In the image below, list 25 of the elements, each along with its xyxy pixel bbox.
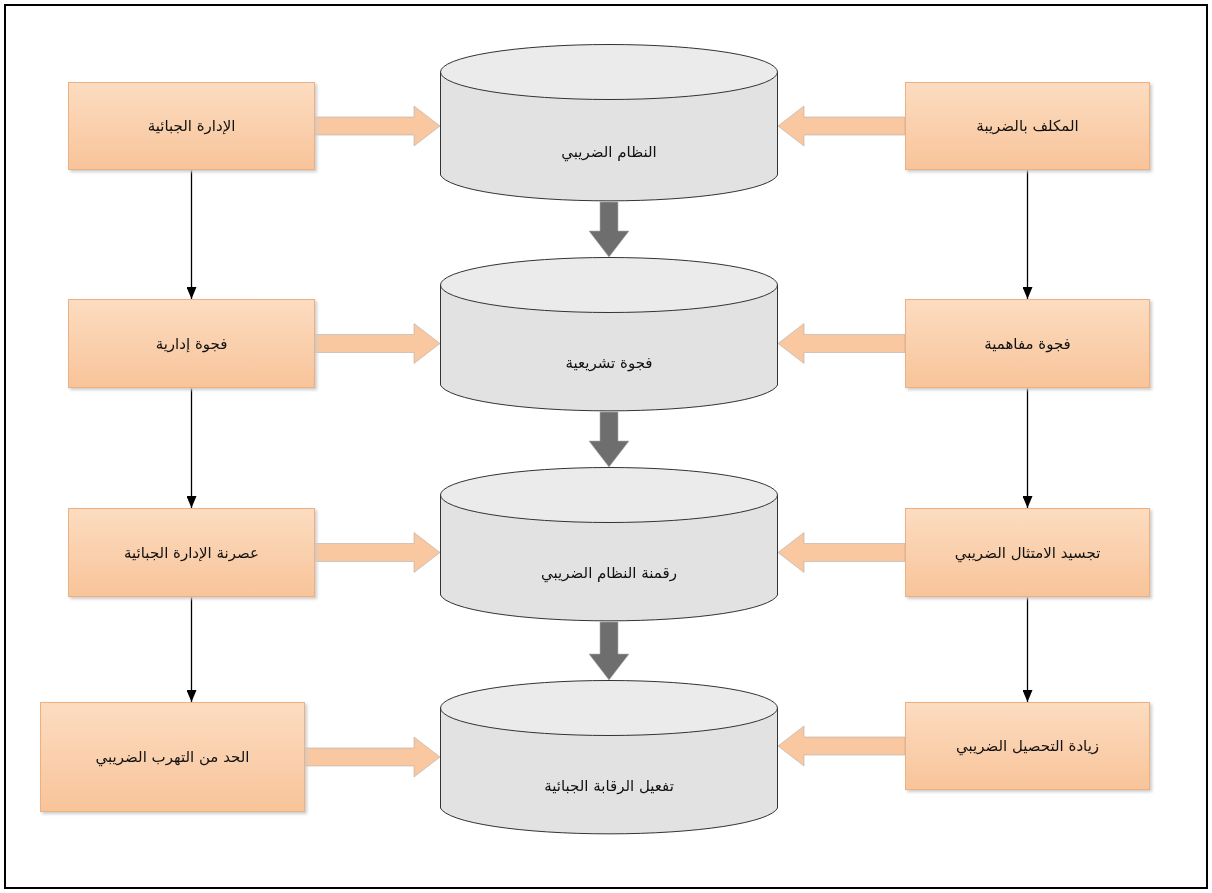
text-box: تجسيد الامتثال الضريبي — [905, 508, 1150, 597]
arrow — [1022, 387, 1033, 509]
arrow — [186, 169, 197, 300]
block-arrow — [588, 201, 630, 258]
block-arrow — [314, 532, 441, 573]
text-box: عصرنة الإدارة الجبائية — [68, 508, 315, 597]
text-box: المكلف بالضريبة — [905, 82, 1150, 170]
arrow — [1022, 596, 1033, 703]
text-box: الحد من التهرب الضريبي — [40, 702, 305, 812]
block-arrow — [304, 736, 441, 778]
block-arrow — [777, 725, 906, 767]
text-box: فجوة إدارية — [68, 299, 315, 388]
block-arrow — [777, 532, 906, 573]
block-arrow — [314, 105, 441, 147]
text-box: الإدارة الجبائية — [68, 82, 315, 170]
arrow — [186, 387, 197, 509]
arrow — [1022, 169, 1033, 300]
block-arrow — [777, 105, 906, 147]
block-arrow — [777, 323, 906, 364]
block-arrow — [588, 411, 630, 468]
arrow — [186, 596, 197, 703]
text-box: فجوة مفاهمية — [905, 299, 1150, 388]
block-arrow — [588, 621, 630, 681]
block-arrow — [314, 323, 441, 364]
text-box: زيادة التحصيل الضريبي — [905, 702, 1150, 790]
